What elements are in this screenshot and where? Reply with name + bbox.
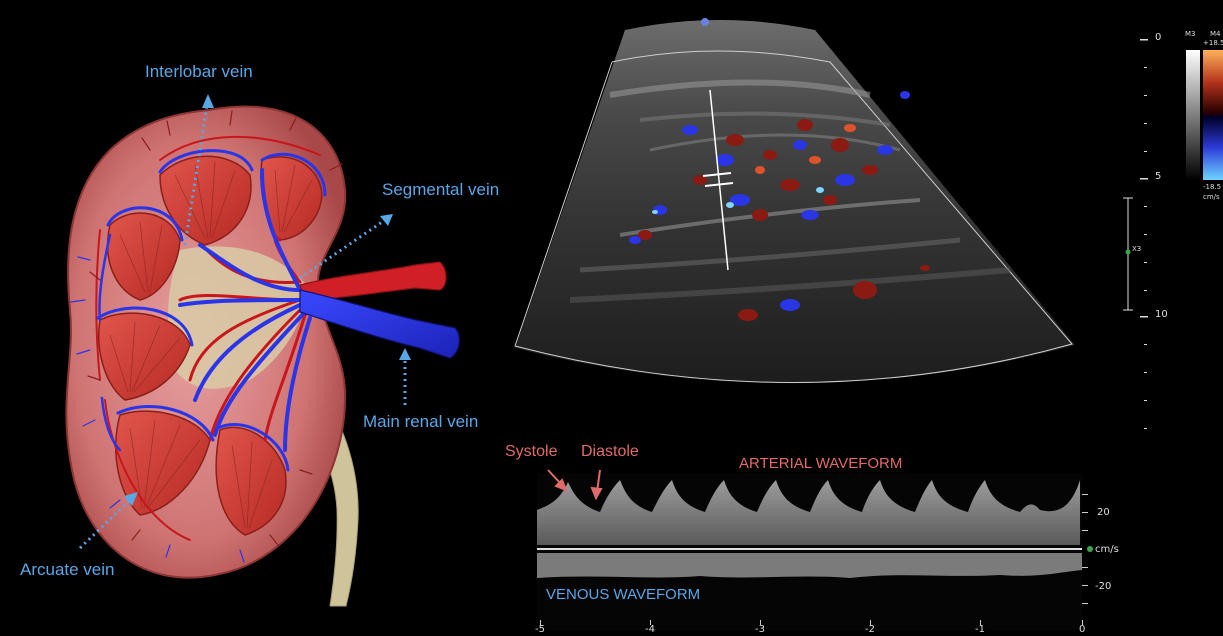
venous-waveform-label: VENOUS WAVEFORM (546, 586, 700, 603)
time-tick: -4 (645, 624, 655, 635)
time-tick: -3 (755, 624, 765, 635)
time-tick: -5 (535, 624, 545, 635)
velocity-tick-minus20: -20 (1095, 581, 1111, 592)
velocity-tick-20: 20 (1097, 507, 1110, 518)
arterial-waveform-label: ARTERIAL WAVEFORM (739, 455, 902, 472)
time-tick: -1 (975, 624, 985, 635)
diastole-label: Diastole (581, 443, 639, 461)
time-tick: 0 (1079, 624, 1085, 635)
time-tick: -2 (865, 624, 875, 635)
velocity-unit: cm/s (1095, 544, 1119, 555)
systole-label: Systole (505, 443, 557, 461)
baseline-marker (1087, 546, 1093, 552)
venous-waveform (537, 553, 1082, 578)
